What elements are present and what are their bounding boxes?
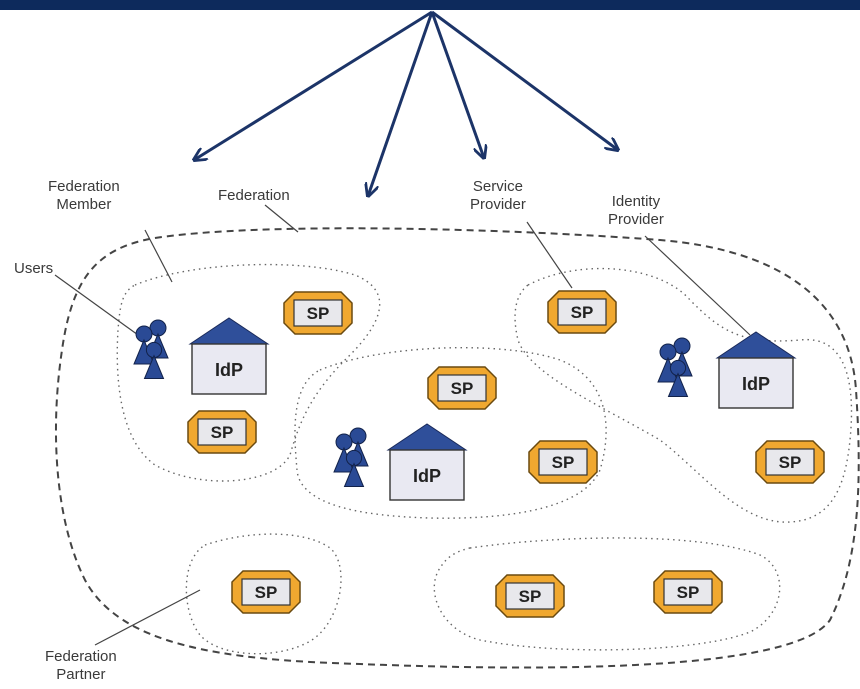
leader-federation: [264, 204, 299, 233]
sp-inner-box: [505, 582, 555, 610]
sp-label: SP: [519, 587, 542, 606]
label-identity-provider: Identity Provider: [608, 193, 664, 229]
sp-inner-box: [437, 374, 487, 402]
idp-label: IdP: [215, 360, 243, 380]
arrow-to-identity-provider: [431, 10, 618, 150]
idp-icon: [191, 343, 267, 395]
label-identity-provider-line2: Provider: [608, 211, 664, 228]
idp-label: IdP: [742, 374, 770, 394]
label-federation-partner: Federation Partner: [45, 648, 117, 684]
label-service-provider-line2: Provider: [470, 196, 526, 213]
label-federation-member-line2: Member: [56, 196, 112, 213]
sp-node-8: SP: [495, 574, 565, 618]
label-identity-provider-line1: Identity: [611, 193, 661, 210]
top-bar: [0, 0, 860, 10]
sp-node-6: SP: [528, 440, 598, 484]
sp-node-7: SP: [231, 570, 301, 614]
users-center: [333, 427, 369, 487]
sp-inner-box: [765, 448, 815, 476]
sp-node-3: SP: [547, 290, 617, 334]
user-body-icon: [343, 462, 365, 487]
sp-node-2: SP: [187, 410, 257, 454]
label-federation-partner-line2: Partner: [56, 666, 106, 683]
sp-label: SP: [571, 303, 594, 322]
label-federation: Federation: [218, 187, 290, 205]
sp-inner-box: [663, 578, 713, 606]
nodes: SP IdP SP SP IdP SP SP IdP SP SP SP SP: [133, 290, 825, 618]
group-right: [514, 267, 853, 523]
arrow-to-federation-member: [194, 10, 433, 160]
arrow-to-federation: [368, 11, 434, 196]
leader-federation-member: [144, 229, 173, 283]
sp-inner-box: [293, 299, 343, 327]
sp-label: SP: [307, 304, 330, 323]
leader-users: [54, 274, 146, 341]
sp-node-4: SP: [755, 440, 825, 484]
leader-service-provider: [526, 221, 573, 289]
label-federation-member: Federation Member: [48, 178, 120, 214]
sp-label: SP: [779, 453, 802, 472]
idp-icon: [389, 449, 465, 501]
sp-node-9: SP: [653, 570, 723, 614]
sp-label: SP: [552, 453, 575, 472]
label-federation-text: Federation: [218, 187, 290, 204]
label-service-provider-line1: Service: [472, 178, 523, 195]
sp-label: SP: [211, 423, 234, 442]
sp-label: SP: [677, 583, 700, 602]
arrows: [194, 10, 618, 196]
federation-boundary: [54, 227, 860, 669]
idp-node-left: IdP: [188, 317, 270, 395]
label-service-provider: Service Provider: [470, 178, 526, 214]
group-bottom-right: [433, 537, 781, 651]
sp-label: SP: [451, 379, 474, 398]
label-users: Users: [14, 260, 53, 278]
sp-node-1: SP: [283, 291, 353, 335]
idp-roof-icon: [715, 331, 797, 359]
leader-identity-provider: [644, 235, 751, 336]
user-body-icon: [667, 372, 689, 397]
users-left: [133, 319, 169, 379]
idp-icon: [718, 357, 794, 409]
group-bottom-left: [185, 533, 342, 655]
label-users-text: Users: [14, 260, 54, 277]
sp-inner-box: [538, 448, 588, 476]
idp-node-center: IdP: [386, 423, 468, 501]
sp-label: SP: [255, 583, 278, 602]
idp-roof-icon: [188, 317, 270, 345]
users-right: [657, 337, 693, 397]
sp-inner-box: [557, 298, 607, 326]
member-groups: [116, 263, 853, 655]
sp-node-5: SP: [427, 366, 497, 410]
leader-federation-partner: [94, 589, 201, 646]
sp-inner-box: [197, 418, 247, 446]
label-federation-member-line1: Federation: [48, 178, 120, 195]
idp-roof-icon: [386, 423, 468, 451]
user-body-icon: [143, 354, 165, 379]
idp-label: IdP: [413, 466, 441, 486]
label-federation-partner-line1: Federation: [45, 648, 117, 665]
sp-inner-box: [241, 578, 291, 606]
arrow-to-service-provider: [430, 11, 484, 158]
leader-lines: [54, 204, 751, 646]
idp-node-right: IdP: [715, 331, 797, 409]
